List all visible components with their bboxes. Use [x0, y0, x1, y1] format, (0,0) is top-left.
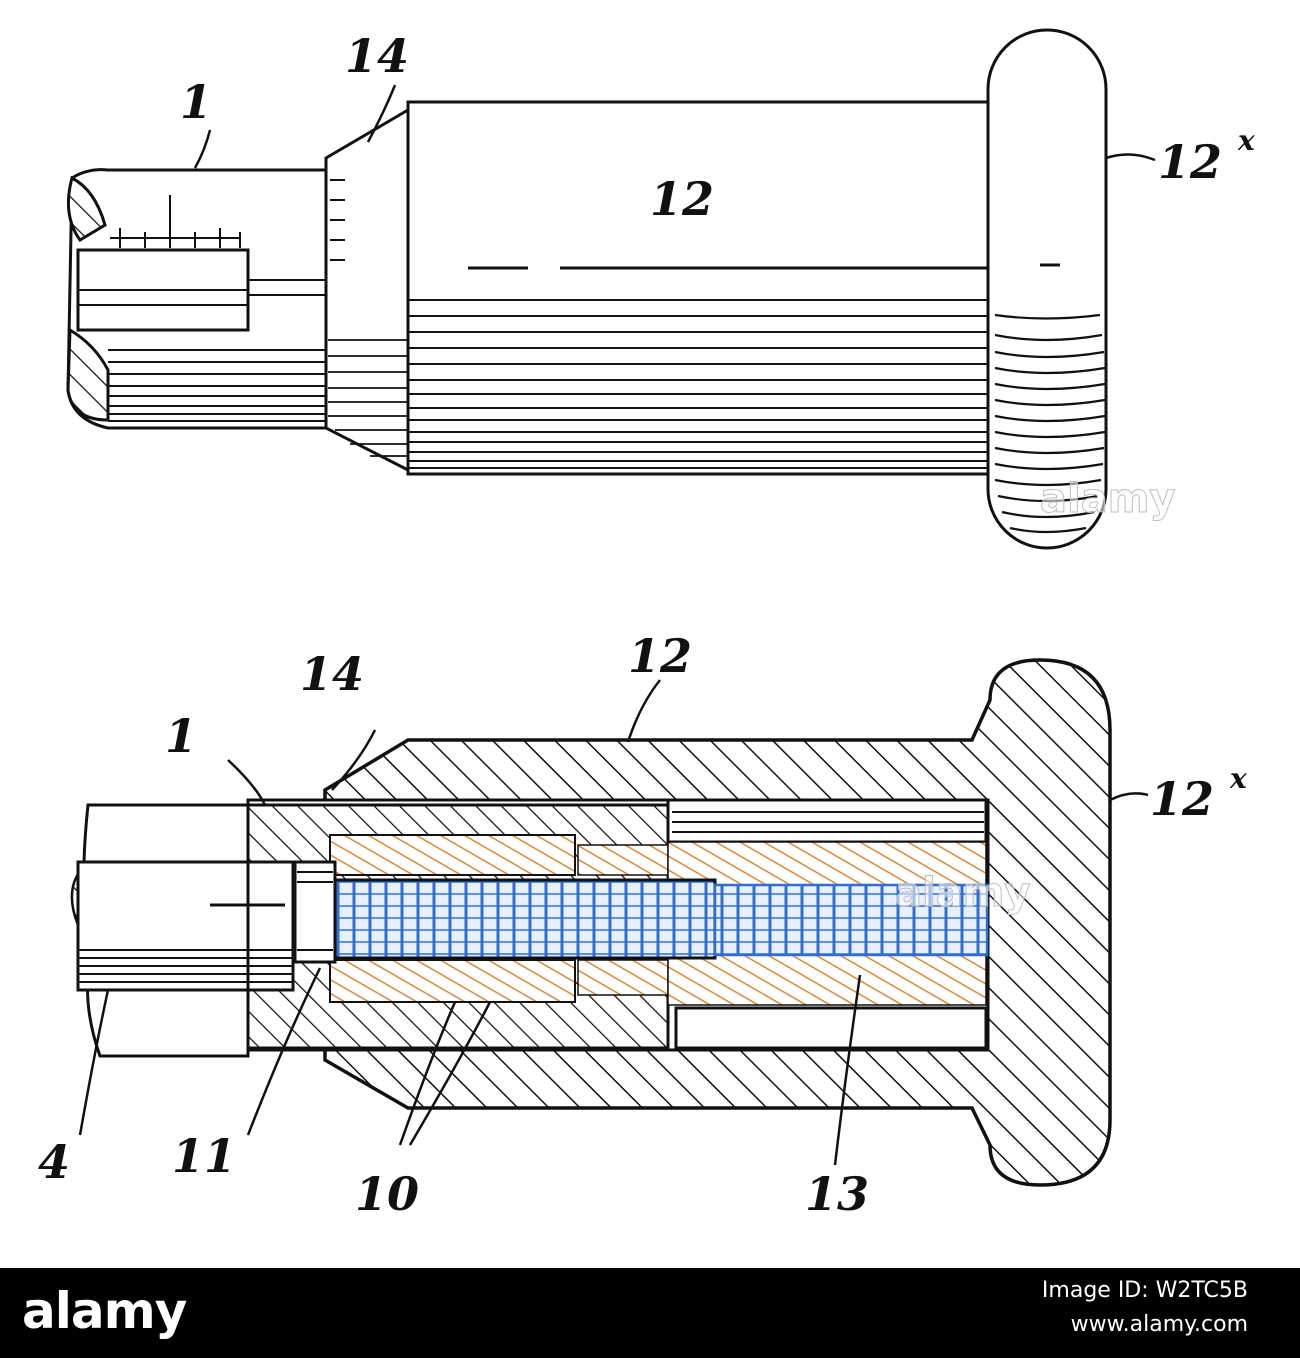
- label-part-1-top: 1: [180, 75, 212, 129]
- section-view: 14 12 1 12 x 4 11 10 13: [38, 629, 1247, 1221]
- site-url[interactable]: www.alamy.com: [1071, 1312, 1248, 1337]
- label-part-1-section: 1: [165, 709, 197, 763]
- label-part-12x-top: 12: [1158, 135, 1222, 189]
- knob-part-12x: [988, 30, 1106, 548]
- image-id-text: Image ID: W2TC5B: [1042, 1278, 1248, 1303]
- sleeve-part-12: [408, 102, 988, 474]
- top-view: 1 14 12 12 x: [68, 29, 1255, 548]
- patent-drawing: 1 14 12 12 x: [0, 0, 1300, 1268]
- watermark-bottom: alamy: [895, 870, 1030, 916]
- cone-part-14: [326, 110, 408, 470]
- label-part-12x-top-superscript: x: [1237, 124, 1255, 157]
- label-part-12x-section-superscript: x: [1229, 762, 1247, 795]
- label-part-12x-section: 12: [1150, 772, 1214, 826]
- watermark-top: alamy: [1040, 476, 1175, 522]
- alamy-logo[interactable]: alamy: [22, 1282, 186, 1340]
- label-part-12-top: 12: [650, 172, 714, 226]
- label-part-13: 13: [805, 1167, 869, 1221]
- footer-bar: alamy Image ID: W2TC5B www.alamy.com: [0, 1268, 1300, 1358]
- label-part-14-top: 14: [345, 29, 409, 83]
- label-part-14-section: 14: [300, 647, 364, 701]
- label-part-4: 4: [38, 1135, 70, 1189]
- label-part-12-section: 12: [628, 629, 692, 683]
- label-part-10: 10: [355, 1167, 419, 1221]
- screw-body-part-1: [68, 170, 326, 428]
- label-part-11: 11: [172, 1129, 236, 1183]
